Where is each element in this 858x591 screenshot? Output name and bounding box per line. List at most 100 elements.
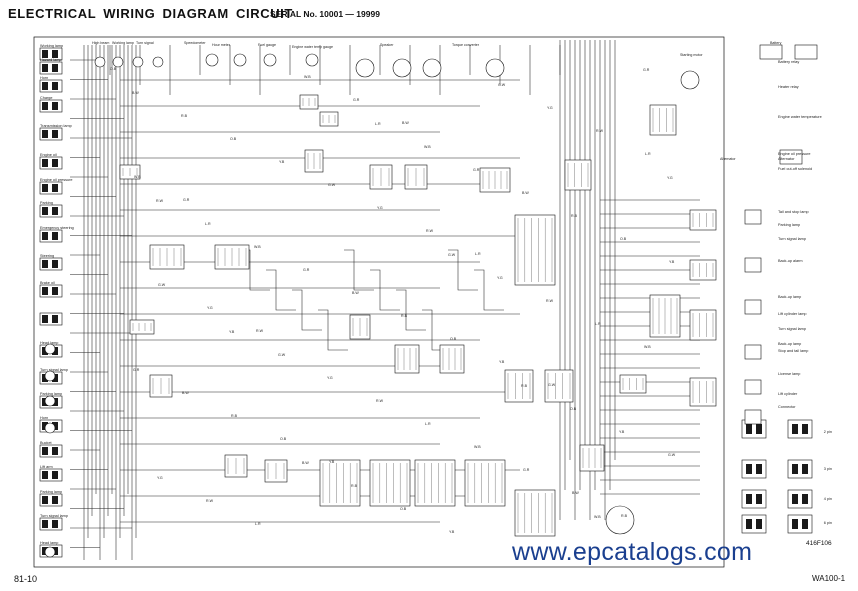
terminal-pin	[42, 471, 48, 479]
terminal-pin	[42, 82, 48, 90]
wire-color-code: R.B	[181, 114, 188, 118]
top-component-label: Turn signal	[136, 41, 154, 45]
terminal-pin	[746, 494, 752, 504]
right-component-label: Engine oil pressure	[778, 152, 811, 156]
connector-block	[439, 344, 465, 374]
wire-color-code: W.B	[644, 345, 651, 349]
terminal-pin	[756, 464, 762, 474]
terminal-pin	[792, 519, 798, 529]
top-component-label: Speaker	[380, 43, 394, 47]
terminal-pin	[52, 496, 58, 504]
terminal-pin	[756, 519, 762, 529]
connector-block	[464, 459, 506, 507]
terminal-pin	[52, 159, 58, 167]
wire-color-code: R.W	[546, 299, 554, 303]
wire-color-code: R.W	[596, 129, 604, 133]
wire-color-code: G.W	[498, 83, 506, 87]
wire-color-code: G.W	[328, 183, 336, 187]
terminal-pin	[746, 519, 752, 529]
terminal-pin	[756, 424, 762, 434]
wire-color-code: Y.G	[207, 306, 213, 310]
terminal-pin	[42, 50, 48, 58]
terminal-pin	[792, 424, 798, 434]
lamp-symbol	[112, 56, 124, 68]
wire-color-code: L.R	[645, 152, 651, 156]
terminal-pin	[42, 520, 48, 528]
watermark-url[interactable]: www.epcatalogs.com	[512, 538, 753, 566]
terminal-pin	[52, 260, 58, 268]
gauge-symbol	[422, 58, 442, 78]
wire-color-code: G.R	[183, 198, 190, 202]
lamp-housing	[744, 409, 762, 425]
wire-color-code: R.B	[621, 514, 628, 518]
lamp-symbol	[152, 56, 164, 68]
wire-color-code: L.R	[475, 252, 481, 256]
connector-block	[564, 159, 592, 191]
top-component-label: Engine water temp gauge	[292, 45, 333, 49]
lamp-housing	[744, 257, 762, 273]
battery-symbol	[759, 44, 783, 60]
right-component-label: Connector	[778, 405, 796, 409]
terminal-pin	[52, 130, 58, 138]
connector-legend-block	[787, 489, 813, 509]
terminal-pin	[42, 159, 48, 167]
terminal-pin	[52, 315, 58, 323]
left-component-label: Engine oil pressure	[40, 178, 73, 182]
wire-color-code: B.W	[402, 121, 409, 125]
lamp-housing	[744, 299, 762, 315]
left-component-label: Hazard lamp	[40, 58, 62, 62]
terminal-pin	[52, 82, 58, 90]
wire-color-code: G.R	[473, 168, 480, 172]
lamp-symbol	[44, 370, 56, 382]
left-component-label: Parking lamp	[40, 490, 62, 494]
connector-legend-label: 6 pin	[824, 521, 832, 525]
right-component-label: Back-up lamp	[778, 342, 801, 346]
connector-block	[544, 369, 574, 403]
lamp-symbol	[132, 56, 144, 68]
terminal-pin	[52, 287, 58, 295]
wire-color-code: R.B	[231, 414, 238, 418]
terminal-pin	[792, 494, 798, 504]
serial-range: SERIAL No. 10001 — 19999	[270, 9, 380, 19]
terminal-pin	[756, 494, 762, 504]
top-component-label: Torque converter	[452, 43, 480, 47]
wire-color-code: B.W	[352, 291, 359, 295]
lamp-symbol	[44, 546, 56, 558]
left-component-label: Parking lamp	[40, 392, 62, 396]
connector-block	[689, 259, 717, 281]
wire	[370, 269, 400, 311]
model-number: WA100-1	[812, 574, 846, 583]
wire-color-code: R.B	[571, 214, 578, 218]
left-component-label: Brake oil	[40, 281, 55, 285]
connector-block	[689, 209, 717, 231]
left-component-label: Working lamp	[40, 44, 63, 48]
wire-color-code: G.W	[278, 353, 286, 357]
wire-color-code: B.W	[522, 191, 529, 195]
left-component-label: Charge	[40, 96, 52, 100]
relay-symbol	[779, 149, 803, 165]
left-component-label: Horn	[40, 76, 48, 80]
top-component-label: High beam	[92, 41, 109, 45]
right-component-label: Heater relay	[778, 85, 799, 89]
wire-color-code: L.R	[205, 222, 211, 226]
battery-symbol	[794, 44, 818, 60]
wire-color-code: R.W	[156, 199, 164, 203]
right-component-label: Fuel cut-off solenoid	[778, 167, 812, 171]
wire-color-code: O.B	[280, 437, 287, 441]
wire	[448, 249, 478, 291]
component-layer	[33, 36, 818, 568]
left-component-label: Emergency steering	[40, 226, 74, 230]
connector-block	[129, 319, 155, 335]
top-component-label: Battery	[770, 41, 782, 45]
lamp-symbol	[44, 395, 56, 407]
wire	[344, 249, 374, 291]
wire-color-code: B.W	[132, 91, 139, 95]
terminal-pin	[802, 494, 808, 504]
diagram-frame	[33, 36, 725, 568]
wire-color-code: R.B	[351, 484, 358, 488]
wire-color-code: W.B	[254, 245, 261, 249]
diagram-title: ELECTRICAL WIRING DIAGRAM CIRCUIT	[8, 6, 293, 21]
connector-block	[689, 377, 717, 407]
gauge-symbol	[233, 53, 247, 67]
wire-color-code: Y.G	[497, 276, 503, 280]
